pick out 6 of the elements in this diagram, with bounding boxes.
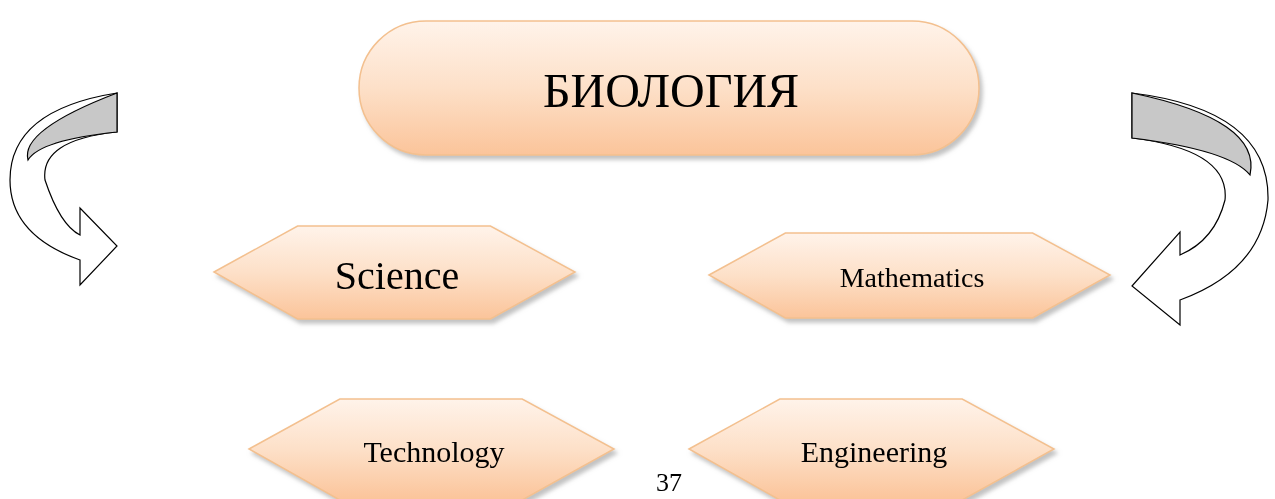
- node-label: Engineering: [800, 435, 948, 469]
- node-label: Science: [334, 251, 460, 299]
- node-label: Mathematics: [839, 262, 985, 294]
- node-label: Technology: [363, 435, 505, 469]
- page-number: 37: [656, 470, 682, 496]
- node-label: БИОЛОГИЯ: [542, 62, 800, 118]
